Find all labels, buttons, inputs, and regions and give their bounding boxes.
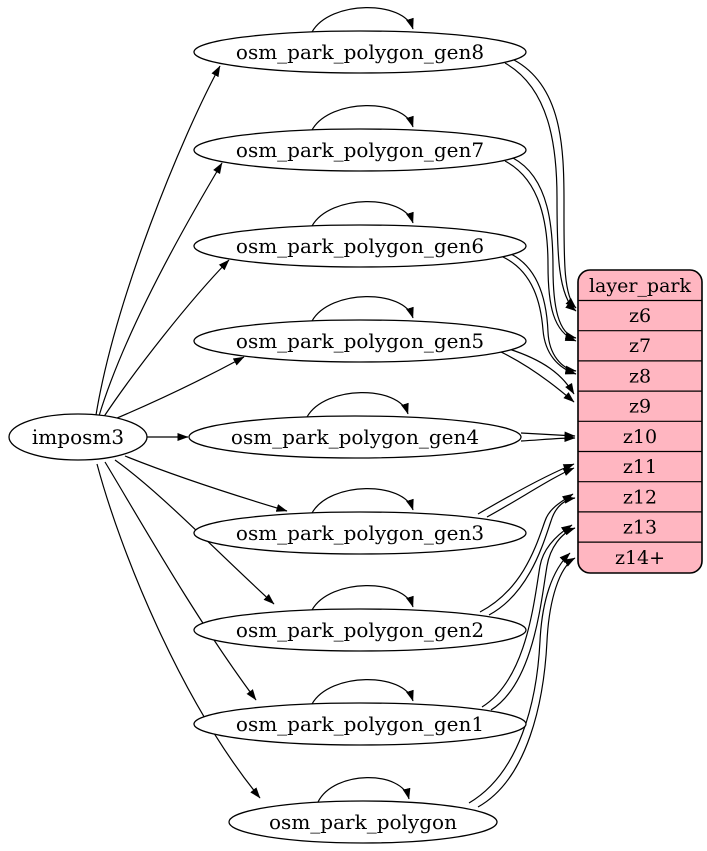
gen8-ellipse bbox=[193, 30, 527, 74]
gen7-ellipse bbox=[193, 128, 527, 172]
table-node-osm-park-polygon-gen6: osm_park_polygon_gen6 bbox=[193, 224, 527, 268]
edge-imposm3-gen5 bbox=[109, 356, 245, 422]
edges-imposm3-fan bbox=[95, 65, 288, 799]
gen4-label: osm_park_polygon_gen4 bbox=[231, 425, 479, 449]
edges-self-loops bbox=[306, 7, 414, 803]
self-loop-polygon bbox=[317, 777, 411, 803]
edge-gen8-z6-a bbox=[504, 62, 577, 312]
layer-row-z10: z10 bbox=[623, 426, 657, 448]
table-node-osm-park-polygon-gen1: osm_park_polygon_gen1 bbox=[193, 702, 527, 746]
table-node-osm-park-polygon-gen8: osm_park_polygon_gen8 bbox=[193, 30, 527, 74]
edge-imposm3-gen6 bbox=[102, 259, 230, 419]
edge-gen3-z11-b bbox=[477, 463, 575, 515]
edge-gen4-z10-b bbox=[520, 434, 576, 442]
table-node-osm-park-polygon-gen4: osm_park_polygon_gen4 bbox=[188, 415, 522, 459]
imposm3-label: imposm3 bbox=[32, 425, 124, 449]
table-node-osm-park-polygon: osm_park_polygon bbox=[228, 800, 498, 844]
gen2-label: osm_park_polygon_gen2 bbox=[236, 618, 484, 642]
layer-row-z11: z11 bbox=[623, 456, 657, 478]
edge-gen1-z13-a bbox=[490, 527, 576, 711]
gen5-ellipse bbox=[193, 319, 527, 363]
layer-row-z8: z8 bbox=[629, 366, 651, 388]
gen6-ellipse bbox=[193, 224, 527, 268]
gen8-label: osm_park_polygon_gen8 bbox=[236, 40, 484, 64]
edge-gen8-z6-b bbox=[513, 59, 577, 309]
layer-row-z13: z13 bbox=[623, 517, 657, 539]
self-loop-gen8 bbox=[311, 7, 414, 33]
gen1-label: osm_park_polygon_gen1 bbox=[236, 712, 484, 736]
layer-row-z9: z9 bbox=[629, 396, 651, 418]
self-loop-gen6 bbox=[311, 201, 414, 227]
edge-polygon-z14-b bbox=[468, 552, 571, 804]
polygon-label: osm_park_polygon bbox=[269, 810, 457, 834]
edge-gen5-z9-a bbox=[500, 351, 575, 403]
edge-imposm3-gen8 bbox=[95, 65, 221, 416]
edge-gen1-z13-b bbox=[481, 524, 573, 708]
edge-gen6-z8-a bbox=[502, 256, 577, 375]
edge-gen7-z7-a bbox=[504, 160, 577, 342]
edge-gen4-z10-a bbox=[520, 431, 576, 440]
layer-table: layer_park z6 z7 z8 z9 z10 z11 z12 z13 z… bbox=[577, 269, 703, 574]
self-loop-gen7 bbox=[311, 105, 414, 131]
imposm3-ellipse bbox=[8, 413, 148, 461]
edge-gen3-z11-a bbox=[486, 467, 575, 518]
edge-gen2-z12-b bbox=[479, 493, 574, 613]
edge-gen5-z9-b bbox=[508, 348, 575, 395]
layer-row-z12: z12 bbox=[623, 487, 657, 509]
edge-imposm3-gen3 bbox=[124, 455, 288, 512]
self-loop-gen1 bbox=[311, 679, 414, 705]
edge-imposm3-gen1 bbox=[104, 461, 257, 701]
table-node-osm-park-polygon-gen7: osm_park_polygon_gen7 bbox=[193, 128, 527, 172]
layer-row-z14: z14+ bbox=[615, 547, 665, 569]
edges-to-layer bbox=[468, 59, 577, 808]
layer-row-z6: z6 bbox=[629, 305, 651, 327]
gen1-ellipse bbox=[193, 702, 527, 746]
edge-imposm3-gen7 bbox=[98, 162, 223, 417]
gen5-label: osm_park_polygon_gen5 bbox=[236, 329, 484, 353]
polygon-ellipse bbox=[228, 800, 498, 844]
table-node-osm-park-polygon-gen2: osm_park_polygon_gen2 bbox=[193, 608, 527, 652]
layer-header: layer_park bbox=[589, 275, 692, 297]
gen3-ellipse bbox=[193, 511, 527, 555]
self-loop-gen5 bbox=[311, 296, 414, 322]
gen6-label: osm_park_polygon_gen6 bbox=[236, 234, 484, 258]
table-node-osm-park-polygon-gen5: osm_park_polygon_gen5 bbox=[193, 319, 527, 363]
self-loop-gen3 bbox=[311, 488, 414, 514]
self-loop-gen4 bbox=[306, 392, 409, 418]
edge-polygon-z14-a bbox=[477, 557, 576, 808]
table-node-osm-park-polygon-gen3: osm_park_polygon_gen3 bbox=[193, 511, 527, 555]
layer-row-z7: z7 bbox=[629, 335, 651, 357]
node-imposm3: imposm3 bbox=[8, 413, 148, 461]
self-loop-gen2 bbox=[311, 585, 414, 611]
gen7-label: osm_park_polygon_gen7 bbox=[236, 138, 484, 162]
gen2-ellipse bbox=[193, 608, 527, 652]
edge-gen6-z8-b bbox=[510, 253, 577, 374]
edge-imposm3-gen2 bbox=[114, 459, 275, 605]
edge-gen7-z7-b bbox=[512, 157, 577, 340]
gen3-label: osm_park_polygon_gen3 bbox=[236, 521, 484, 545]
gen4-ellipse bbox=[188, 415, 522, 459]
edge-imposm3-polygon bbox=[96, 463, 261, 799]
